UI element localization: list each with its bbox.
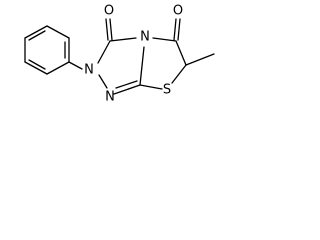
bond-c8a-n1-double — [115, 80, 138, 89]
atom-label-oxygen: O — [173, 4, 183, 19]
carbonyl-bond — [173, 18, 177, 41]
phenyl-double-bond — [28, 59, 46, 70]
carbonyl-bond — [177, 18, 181, 41]
carbonyl-bond — [109, 18, 113, 41]
phenyl-ring — [24, 25, 70, 75]
atom-label-nitrogen: N — [105, 90, 115, 105]
bond-n4-c5 — [152, 37, 177, 42]
atom-label-nitrogen: N — [140, 30, 150, 45]
bond-c3-n4 — [109, 37, 137, 42]
bond-c6-s — [171, 64, 187, 84]
bond-n1-n2 — [98, 74, 108, 89]
bond-c5-c6 — [175, 40, 187, 66]
bond-c8a-n1 — [113, 84, 141, 95]
bond-phenyl-n — [68, 61, 83, 70]
atom-label-sulfur: S — [163, 83, 171, 98]
thiazole-ring — [139, 37, 187, 90]
bond-n4-c8a — [139, 46, 145, 86]
phenyl-bond — [24, 61, 48, 75]
phenyl-double-bond — [28, 30, 46, 41]
triazole-ring — [97, 37, 145, 95]
carbonyl-bond — [105, 18, 109, 41]
bond-s-c8a — [139, 84, 163, 90]
phenyl-bond — [46, 61, 70, 75]
atom-label-nitrogen: N — [84, 63, 94, 78]
atom-label-oxygen: O — [104, 4, 114, 19]
chemical-structure-drawing: O O N N N S — [24, 4, 215, 105]
phenyl-bond — [46, 25, 70, 39]
phenyl-bond — [24, 25, 48, 39]
methyl-bond — [185, 53, 215, 66]
bond-n-c3 — [97, 40, 111, 64]
